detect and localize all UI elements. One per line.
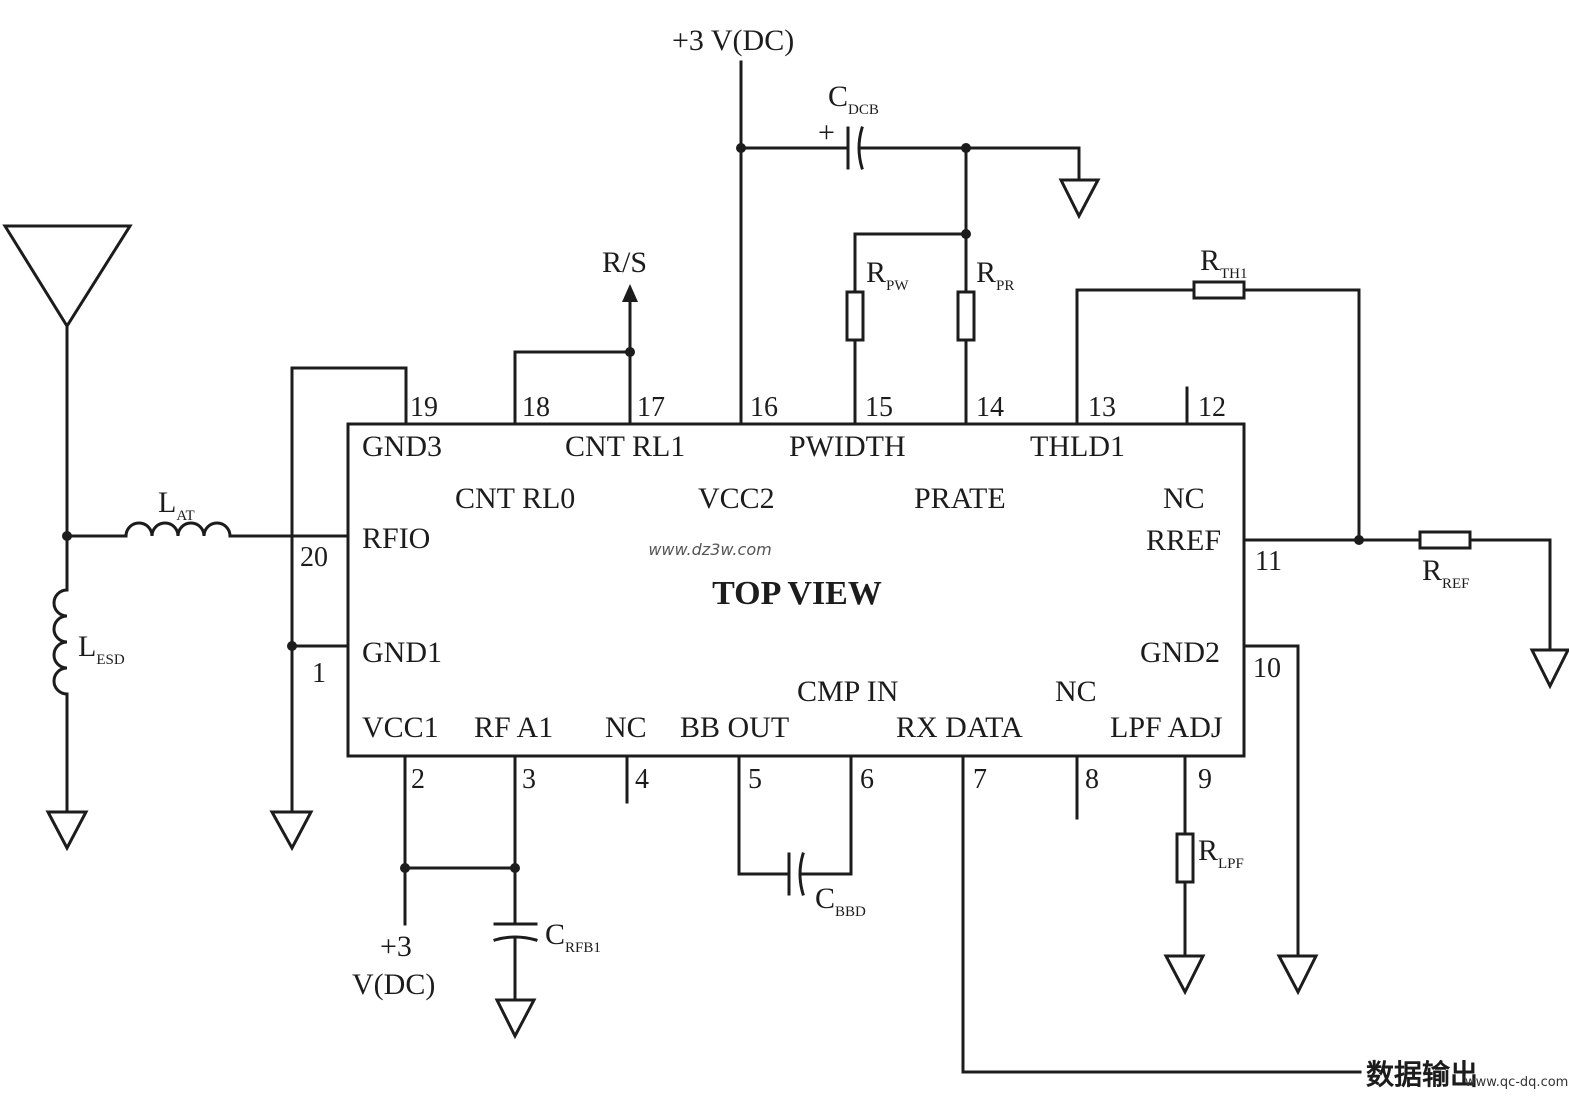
signal-vcc1: VCC1 [362,711,439,744]
pin-7: 7 [973,764,987,795]
label-c-bbd: CBBD [815,882,866,920]
ground-icon-gnd2 [1276,954,1319,996]
signal-cmp-in: CMP IN [797,675,898,708]
resistor-r-pr [956,290,976,342]
label-r-lpf: RLPF [1198,834,1244,872]
junction-rref [1354,535,1364,545]
label-supply-bottom-1: +3 [380,930,412,963]
wire-cdcb-gnd [860,146,1081,182]
label-data-output: 数据输出 [1366,1058,1478,1091]
label-r-ref: RREF [1422,554,1470,592]
pin-6: 6 [860,764,874,795]
signal-bb-out: BB OUT [680,711,789,744]
signal-nc-mid: NC [1055,675,1097,708]
label-r-pr: RPR [976,256,1014,294]
label-supply-top: +3 V(DC) [672,24,794,57]
chip-body [346,422,1246,758]
pin-15: 15 [865,392,893,423]
antenna-icon [2,224,133,538]
resistor-r-ref [1418,530,1472,550]
pin-17: 17 [637,392,665,423]
arrow-up-icon [622,284,638,302]
wire-rref-gnd [1468,538,1552,652]
wire-pin13 [1075,288,1196,426]
signal-gnd3: GND3 [362,430,442,463]
pin-10: 10 [1253,653,1281,684]
pin-4: 4 [635,764,649,795]
wire-pin6 [801,754,853,876]
pin-8: 8 [1085,764,1099,795]
signal-nc-top: NC [1163,482,1205,515]
ground-icon-rlpf [1163,954,1206,996]
label-c-dcb: CDCB [828,80,879,118]
pin-1: 1 [312,658,326,689]
pin-9: 9 [1198,764,1212,795]
resistor-r-th1 [1192,280,1246,300]
label-l-at: LAT [158,486,195,524]
label-cdcb-plus: + [818,116,835,149]
pin-14: 14 [976,392,1004,423]
wire-rth1-right [1242,288,1361,542]
ground-icon-gnd1 [269,810,314,852]
resistor-r-pw [845,290,865,342]
pin-11: 11 [1255,546,1282,577]
wire-pin18 [513,350,632,426]
pin-5: 5 [748,764,762,795]
watermark-corner: www.qc-dq.com [1465,1075,1568,1090]
watermark-center: www.dz3w.com [648,540,771,559]
signal-pwidth: PWIDTH [789,430,906,463]
ground-icon-cdcb [1058,178,1101,220]
junction-rs [625,347,635,357]
pin-20: 20 [300,542,328,573]
label-supply-bottom-2: V(DC) [352,968,435,1001]
signal-rfio: RFIO [362,522,430,555]
label-r-pw: RPW [866,256,909,294]
wire-rx-data [961,754,1362,1074]
inductor-l-esd [52,588,69,696]
inductor-l-at [124,521,232,538]
label-c-rfb1: CRFB1 [545,918,601,956]
signal-nc-bot: NC [605,711,647,744]
capacitor-c-bbd [787,852,805,896]
signal-thld1: THLD1 [1030,430,1125,463]
label-rs: R/S [602,246,647,279]
top-view-label: TOP VIEW [712,575,882,612]
capacitor-c-rfb1 [493,922,538,942]
junction-vcc1 [400,863,410,873]
pin-3: 3 [522,764,536,795]
signal-prate: PRATE [914,482,1006,515]
pin-12: 12 [1198,392,1226,423]
pin-2: 2 [411,764,425,795]
wire-pin5 [737,754,789,876]
label-l-esd: LESD [78,630,125,668]
junction-gnd1 [287,641,297,651]
signal-cnt-rl1: CNT RL1 [565,430,685,463]
junction-rpw [961,229,971,239]
signal-rx-data: RX DATA [896,711,1023,744]
capacitor-c-dcb [846,126,864,170]
pin-19: 19 [410,392,438,423]
pin-13: 13 [1088,392,1116,423]
ground-icon-lesd [45,810,89,852]
pin-16: 16 [750,392,778,423]
ground-icon-crfb1 [494,998,537,1040]
signal-lpf-adj: LPF ADJ [1110,711,1223,744]
signal-rf-a1: RF A1 [474,711,553,744]
signal-cnt-rl0: CNT RL0 [455,482,575,515]
ground-icon-rref [1529,648,1569,690]
wire-gnd2 [1242,644,1300,958]
pin-18: 18 [522,392,550,423]
signal-rref: RREF [1146,524,1221,557]
resistor-r-lpf [1175,832,1195,884]
wire-gnd3 [290,366,408,814]
junction-rfa1 [510,863,520,873]
wire-rpw-top [853,232,968,294]
signal-vcc2: VCC2 [698,482,775,515]
signal-gnd2: GND2 [1140,636,1220,669]
signal-gnd1: GND1 [362,636,442,669]
label-r-th1: RTH1 [1200,244,1248,282]
